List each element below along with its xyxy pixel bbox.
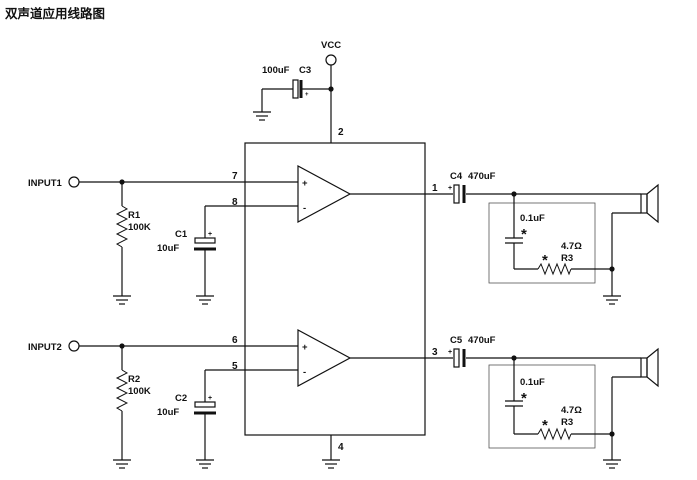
pin-2-label: 2 <box>338 127 344 138</box>
opamp-1: + - <box>297 164 352 224</box>
ic-body <box>244 142 426 436</box>
r1-value: 100K <box>128 222 151 233</box>
supply-capacitor-c3: 100uF C3 + <box>253 65 331 121</box>
vcc-label: VCC <box>321 40 341 51</box>
pin-4-label: 4 <box>338 442 344 453</box>
svg-text:+: + <box>448 185 452 192</box>
capacitor-c4: + C4 470uF <box>448 171 496 204</box>
svg-text:+: + <box>302 342 308 353</box>
capacitor-c2: + C2 10uF <box>157 369 298 469</box>
pin-5-label: 5 <box>232 361 238 372</box>
resistor-r1: R1 100K <box>113 182 151 305</box>
svg-text:-: - <box>303 203 306 214</box>
c5-name: C5 <box>450 335 463 346</box>
svg-text:+: + <box>208 231 212 238</box>
zobel-box-1 <box>488 202 596 284</box>
zobel-cap-2-mark: * <box>521 390 527 407</box>
zobel-network-1: 0.1uF * 4.7Ω * R3 <box>505 194 615 276</box>
zobel-cap-1-value: 0.1uF <box>520 213 545 224</box>
svg-text:+: + <box>208 395 212 402</box>
channel-1: INPUT1 R1 100K + C1 10uF <box>28 164 659 305</box>
speaker-1-icon <box>603 183 659 305</box>
input1-terminal <box>68 176 80 188</box>
c1-value: 10uF <box>157 243 179 254</box>
c5-value: 470uF <box>468 335 496 346</box>
zobel-box-2 <box>488 364 596 449</box>
pin-3-label: 3 <box>432 347 438 358</box>
zobel-res-2-mark: * <box>542 417 548 434</box>
pin-7-label: 7 <box>232 171 238 182</box>
resistor-r2: R2 100K <box>113 346 151 469</box>
zobel-res-1-name: R3 <box>561 253 573 264</box>
pin-6-label: 6 <box>232 335 238 346</box>
zobel-res-2-value: 4.7Ω <box>561 405 582 416</box>
c4-name: C4 <box>450 171 463 182</box>
vcc-supply: VCC 2 <box>321 40 344 143</box>
c4-value: 470uF <box>468 171 496 182</box>
zobel-network-2: 0.1uF * 4.7Ω * R3 <box>505 358 615 441</box>
c3-name: C3 <box>299 65 311 76</box>
channel-2: INPUT2 R2 100K + C2 10uF <box>28 328 659 469</box>
zobel-res-2-name: R3 <box>561 417 573 428</box>
pin-1-label: 1 <box>432 183 438 194</box>
input1-label: INPUT1 <box>28 178 63 189</box>
diagram-title: 双声道应用线路图 <box>4 6 105 21</box>
svg-text:+: + <box>305 92 309 98</box>
r2-name: R2 <box>128 374 140 385</box>
speaker-2-icon <box>603 347 659 469</box>
zobel-res-1-mark: * <box>542 252 548 269</box>
c2-name: C2 <box>175 393 187 404</box>
c3-value: 100uF <box>262 65 290 76</box>
r1-name: R1 <box>128 210 141 221</box>
input2-terminal <box>68 340 80 352</box>
svg-text:-: - <box>303 367 306 378</box>
svg-text:+: + <box>448 349 452 356</box>
ic-ground: 4 <box>322 435 344 469</box>
r2-value: 100K <box>128 386 151 397</box>
capacitor-c1: + C1 10uF <box>157 205 298 305</box>
c2-value: 10uF <box>157 407 179 418</box>
capacitor-c5: + C5 470uF <box>448 335 496 368</box>
zobel-cap-2-value: 0.1uF <box>520 377 545 388</box>
zobel-res-1-value: 4.7Ω <box>561 241 582 252</box>
opamp-2: + - <box>297 328 352 388</box>
c1-name: C1 <box>175 229 188 240</box>
svg-text:+: + <box>302 178 308 189</box>
zobel-cap-1-mark: * <box>521 226 527 243</box>
pin-8-label: 8 <box>232 197 238 208</box>
input2-label: INPUT2 <box>28 342 62 353</box>
